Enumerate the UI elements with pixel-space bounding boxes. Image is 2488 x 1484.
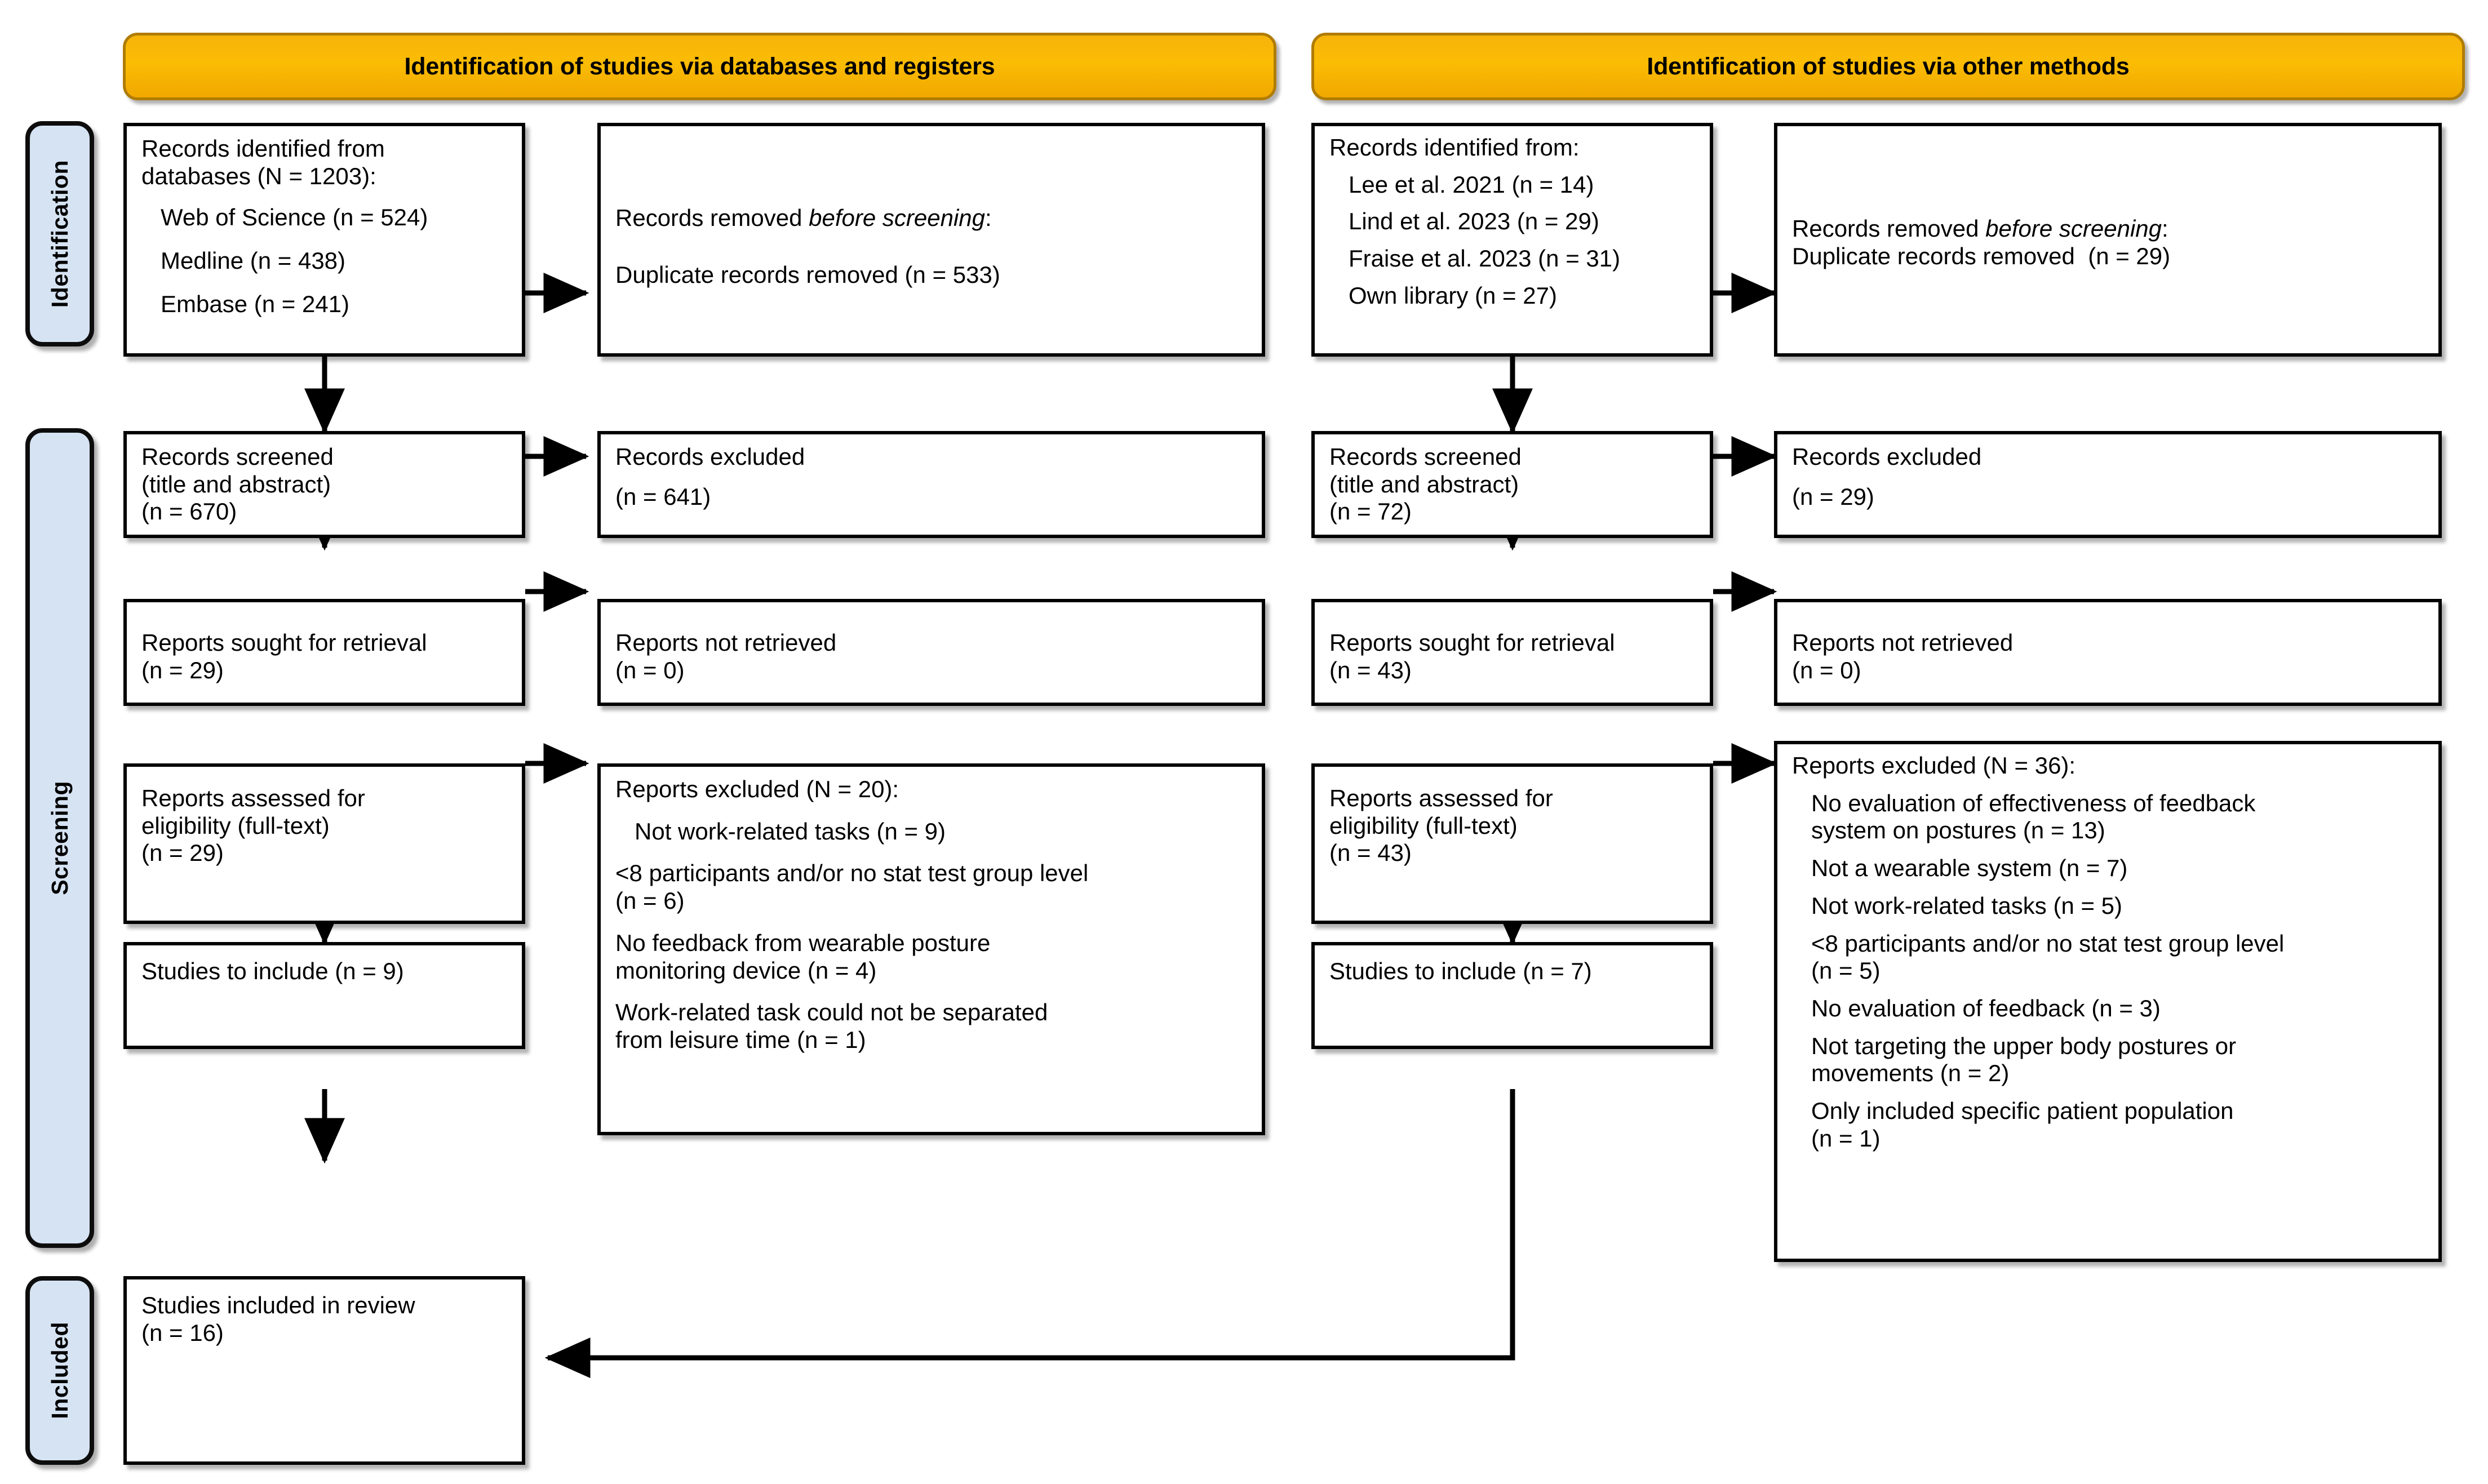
phase-header-databases: Identification of studies via databases … xyxy=(123,33,1276,100)
right-records-screened-line-3: (n = 72) xyxy=(1329,498,1412,525)
box-left-reports-not-retrieved: Reports not retrieved (n = 0) xyxy=(597,599,1265,706)
box-studies-included-in-review: Studies included in review (n = 16) xyxy=(123,1276,525,1465)
stage-tab-identification-label: Identification xyxy=(46,159,73,308)
reports-assessed-line-2: eligibility (full-text) xyxy=(141,812,330,839)
records-removed-heading-post: : xyxy=(985,205,992,231)
reports-excluded-heading: Reports excluded (N = 20): xyxy=(615,776,899,802)
right-records-removed-heading: Records removed before screening: xyxy=(1792,215,2427,243)
box-left-records-excluded: Records excluded (n = 641) xyxy=(597,431,1265,538)
stage-tab-included: Included xyxy=(25,1276,94,1465)
right-reports-excluded-reason-2: Not a wearable system (n = 7) xyxy=(1811,855,2128,882)
box-left-reports-excluded: Reports excluded (N = 20): Not work-rela… xyxy=(597,763,1265,1135)
reports-sought-line-2: (n = 29) xyxy=(141,656,224,683)
box-left-reports-assessed: Reports assessed for eligibility (full-t… xyxy=(123,763,525,924)
records-removed-heading: Records removed before screening: xyxy=(615,203,1250,234)
right-reports-assessed-line-1: Reports assessed for xyxy=(1329,785,1553,811)
box-left-records-screened: Records screened (title and abstract) (n… xyxy=(123,431,525,538)
reports-assessed-line-1: Reports assessed for xyxy=(141,785,365,811)
records-identified-source-1: Web of Science (n = 524) xyxy=(161,204,428,231)
records-removed-detail: Duplicate records removed (n = 533) xyxy=(615,261,1000,288)
stage-tab-included-label: Included xyxy=(46,1322,73,1419)
right-reports-excluded-reason-6: Not targeting the upper body postures or… xyxy=(1811,1032,2237,1087)
phase-header-databases-label: Identification of studies via databases … xyxy=(404,52,995,80)
studies-included-line-1: Studies included in review xyxy=(141,1292,415,1318)
studies-included-line-2: (n = 16) xyxy=(141,1319,224,1346)
right-records-identified-source-3: Fraise et al. 2023 (n = 31) xyxy=(1349,245,1621,272)
reports-excluded-reason-2: <8 participants and/or no stat test grou… xyxy=(615,860,1089,914)
right-reports-sought-line-2: (n = 43) xyxy=(1329,656,1412,683)
reports-excluded-reason-1: Not work-related tasks (n = 9) xyxy=(635,817,946,845)
studies-to-include-line-1: Studies to include (n = 9) xyxy=(141,958,404,984)
right-records-identified-source-1: Lee et al. 2021 (n = 14) xyxy=(1349,171,1594,198)
right-records-identified-source-4: Own library (n = 27) xyxy=(1349,282,1557,309)
right-records-removed-heading-pre: Records removed xyxy=(1792,215,1986,242)
phase-header-other-methods-label: Identification of studies via other meth… xyxy=(1647,52,2130,80)
reports-not-retrieved-line-1: Reports not retrieved xyxy=(615,629,837,656)
stage-tab-screening-label: Screening xyxy=(46,781,73,895)
box-right-reports-not-retrieved: Reports not retrieved (n = 0) xyxy=(1774,599,2442,706)
box-left-reports-sought: Reports sought for retrieval (n = 29) xyxy=(123,599,525,706)
reports-assessed-line-3: (n = 29) xyxy=(141,839,224,867)
box-left-records-identified: Records identified from databases (N = 1… xyxy=(123,123,525,357)
right-records-removed-heading-post: : xyxy=(2162,215,2168,242)
right-reports-excluded-reason-1: No evaluation of effectiveness of feedba… xyxy=(1811,789,2256,844)
right-reports-assessed-line-2: eligibility (full-text) xyxy=(1329,812,1518,839)
right-records-identified-source-2: Lind et al. 2023 (n = 29) xyxy=(1349,208,1599,235)
right-reports-excluded-reason-5: No evaluation of feedback (n = 3) xyxy=(1811,995,2161,1022)
right-records-excluded-line-2: (n = 29) xyxy=(1792,483,1874,510)
right-reports-excluded-reason-3: Not work-related tasks (n = 5) xyxy=(1811,892,2123,919)
records-identified-source-2: Medline (n = 438) xyxy=(161,247,346,274)
right-reports-not-retrieved-line-1: Reports not retrieved xyxy=(1792,629,2014,656)
box-right-studies-to-include: Studies to include (n = 7) xyxy=(1311,942,1713,1049)
right-reports-excluded-heading: Reports excluded (N = 36): xyxy=(1792,752,2076,779)
box-right-records-excluded: Records excluded (n = 29) xyxy=(1774,431,2442,538)
right-records-removed-detail: Duplicate records removed (n = 29) xyxy=(1792,242,2171,269)
right-records-screened-line-2: (title and abstract) xyxy=(1329,470,1519,497)
stage-tab-screening: Screening xyxy=(25,428,94,1248)
right-records-screened-line-1: Records screened xyxy=(1329,443,1522,470)
box-left-studies-to-include: Studies to include (n = 9) xyxy=(123,942,525,1049)
right-records-removed-heading-emphasis: before screening xyxy=(1985,215,2162,242)
right-reports-sought-line-1: Reports sought for retrieval xyxy=(1329,629,1615,656)
box-right-records-removed: Records removed before screening: Duplic… xyxy=(1774,123,2442,357)
records-identified-title-a: Records identified from xyxy=(141,135,385,162)
records-excluded-line-1: Records excluded xyxy=(615,443,805,470)
stage-tab-identification: Identification xyxy=(25,121,94,346)
right-studies-to-include-line-1: Studies to include (n = 7) xyxy=(1329,958,1592,984)
right-reports-excluded-reason-7: Only included specific patient populatio… xyxy=(1811,1098,2234,1152)
right-records-identified-title: Records identified from: xyxy=(1329,134,1580,161)
box-left-records-removed: Records removed before screening: Duplic… xyxy=(597,123,1265,357)
records-screened-line-3: (n = 670) xyxy=(141,498,237,525)
box-right-records-screened: Records screened (title and abstract) (n… xyxy=(1311,431,1713,538)
reports-excluded-reason-4: Work-related task could not be separated… xyxy=(615,999,1048,1054)
records-screened-line-1: Records screened xyxy=(141,443,334,470)
box-right-reports-sought: Reports sought for retrieval (n = 43) xyxy=(1311,599,1713,706)
records-identified-title-b: databases (N = 1203): xyxy=(141,162,376,189)
records-excluded-line-2: (n = 641) xyxy=(615,483,711,510)
right-reports-not-retrieved-line-2: (n = 0) xyxy=(1792,656,1861,683)
reports-sought-line-1: Reports sought for retrieval xyxy=(141,629,427,656)
right-records-excluded-line-1: Records excluded xyxy=(1792,443,1982,470)
box-right-reports-assessed: Reports assessed for eligibility (full-t… xyxy=(1311,763,1713,924)
records-screened-line-2: (title and abstract) xyxy=(141,470,331,497)
reports-not-retrieved-line-2: (n = 0) xyxy=(615,656,685,683)
right-reports-excluded-reason-4: <8 participants and/or no stat test grou… xyxy=(1811,930,2285,984)
phase-header-other-methods: Identification of studies via other meth… xyxy=(1311,33,2465,100)
right-reports-assessed-line-3: (n = 43) xyxy=(1329,839,1412,867)
reports-excluded-reason-3: No feedback from wearable posture monito… xyxy=(615,929,991,984)
records-removed-heading-emphasis: before screening xyxy=(809,205,986,231)
box-right-reports-excluded: Reports excluded (N = 36): No evaluation… xyxy=(1774,741,2442,1262)
records-removed-heading-pre: Records removed xyxy=(615,205,809,231)
records-identified-source-3: Embase (n = 241) xyxy=(161,290,350,317)
box-right-records-identified: Records identified from: Lee et al. 2021… xyxy=(1311,123,1713,357)
